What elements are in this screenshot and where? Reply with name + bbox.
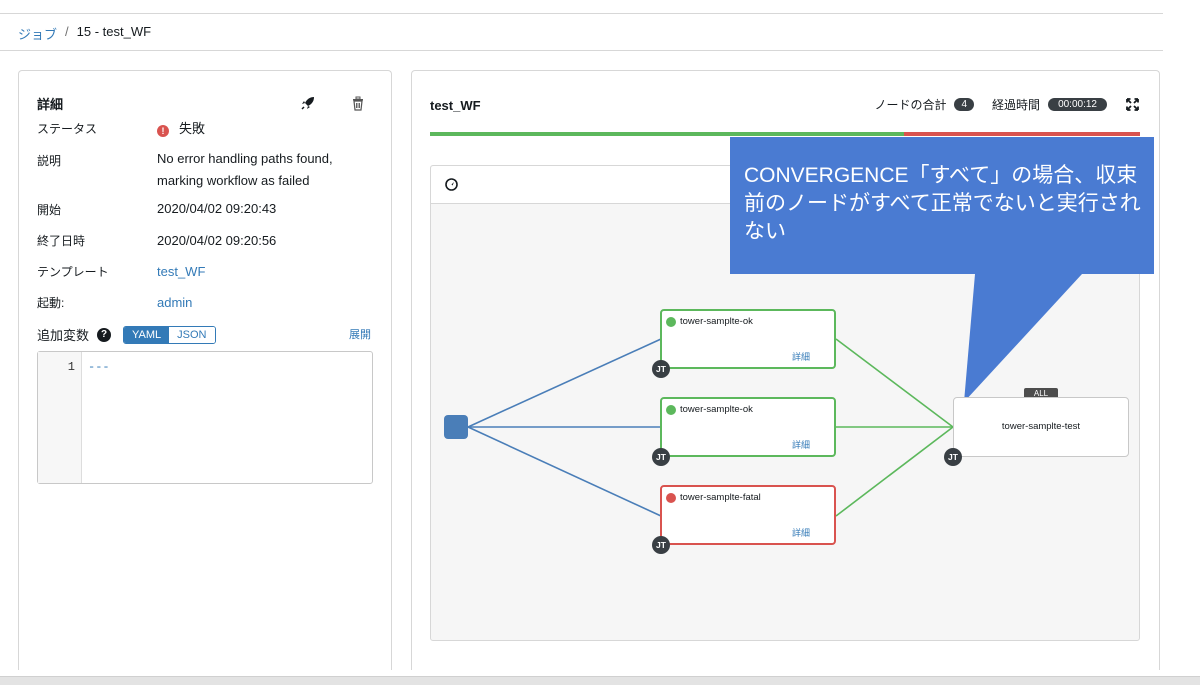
workflow-start-node[interactable] — [444, 415, 468, 439]
workflow-title: test_WF — [430, 98, 481, 113]
node-details-link[interactable]: 詳細 — [791, 528, 810, 538]
bottom-bar — [0, 676, 1200, 685]
finished-value: 2020/04/02 09:20:56 — [157, 233, 277, 248]
node-name: tower-samplte-ok — [680, 316, 753, 327]
breadcrumb: ジョブ / 15 - test_WF — [18, 24, 151, 43]
workflow-node-test[interactable]: tower-samplte-test — [953, 397, 1129, 457]
compass-icon[interactable] — [445, 178, 458, 196]
format-toggle: YAML JSON — [123, 325, 216, 344]
started-value: 2020/04/02 09:20:43 — [157, 201, 277, 216]
explanation-label: 説明 — [37, 154, 62, 168]
launched-by-link[interactable]: admin — [157, 295, 193, 310]
progress-failed-segment — [903, 132, 1140, 136]
failed-status-dot — [666, 493, 676, 503]
elapsed-badge: 00:00:12 — [1048, 98, 1107, 111]
job-template-badge: JT — [944, 448, 962, 466]
workflow-node-ok-2[interactable]: tower-samplte-ok 詳細 — [660, 397, 836, 457]
launched-by-label: 起動: — [37, 296, 65, 310]
progress-success-segment — [430, 132, 904, 136]
node-details-link[interactable]: 詳細 — [791, 352, 810, 362]
started-label: 開始 — [37, 203, 62, 217]
annotation-callout: CONVERGENCE「すべて」の場合、収束前のノードがすべて正常でないと実行さ… — [730, 137, 1154, 274]
line-number-gutter: 1 — [38, 352, 82, 483]
yaml-toggle-button[interactable]: YAML — [124, 326, 170, 343]
convergence-all-badge: ALL — [1024, 388, 1058, 399]
node-name: tower-samplte-fatal — [680, 492, 761, 503]
node-name: tower-samplte-ok — [680, 404, 753, 415]
breadcrumb-separator: / — [65, 24, 69, 39]
breadcrumb-jobs-link[interactable]: ジョブ — [18, 27, 58, 42]
delete-trash-icon[interactable] — [349, 94, 367, 112]
node-name: tower-samplte-test — [1001, 421, 1081, 432]
workflow-meta: ノードの合計 4 経過時間 00:00:12 — [874, 96, 1139, 113]
elapsed-label: 経過時間 — [992, 98, 1041, 112]
status-value: 失敗 — [179, 121, 206, 136]
success-status-dot — [666, 317, 676, 327]
fullscreen-expand-icon[interactable] — [1125, 98, 1139, 112]
status-value-wrap: ! 失敗 — [157, 118, 377, 140]
help-icon[interactable]: ? — [97, 327, 112, 342]
error-status-icon: ! — [157, 125, 169, 137]
node-total-badge: 4 — [954, 98, 975, 111]
json-toggle-button[interactable]: JSON — [169, 326, 215, 343]
workflow-node-fatal[interactable]: tower-samplte-fatal 詳細 — [660, 485, 836, 545]
expand-link[interactable]: 展開 — [349, 329, 371, 341]
breadcrumb-divider — [0, 50, 1163, 51]
job-template-badge: JT — [652, 448, 670, 466]
relaunch-rocket-icon[interactable] — [299, 94, 317, 112]
node-details-link[interactable]: 詳細 — [791, 440, 810, 450]
job-template-badge: JT — [652, 360, 670, 378]
extra-vars-label: 追加変数 — [37, 328, 90, 343]
code-text[interactable]: --- — [88, 360, 110, 374]
top-divider — [0, 13, 1163, 14]
template-label: テンプレート — [37, 265, 109, 279]
details-panel: 詳細 ステータス ! 失敗 説明 No error handling paths … — [18, 70, 392, 670]
details-title: 詳細 — [37, 97, 64, 112]
success-status-dot — [666, 405, 676, 415]
extra-vars-editor[interactable]: 1 --- — [37, 351, 373, 484]
workflow-progress-bar — [430, 132, 1140, 136]
workflow-node-ok-1[interactable]: tower-samplte-ok 詳細 — [660, 309, 836, 369]
explanation-value: No error handling paths found, marking w… — [157, 151, 333, 188]
status-label: ステータス — [37, 122, 98, 136]
node-total-label: ノードの合計 — [874, 98, 947, 112]
finished-label: 終了日時 — [37, 234, 86, 248]
job-template-badge: JT — [652, 536, 670, 554]
extra-vars-header: 追加変数 ? YAML JSON — [37, 325, 216, 344]
template-link[interactable]: test_WF — [157, 264, 206, 279]
breadcrumb-current: 15 - test_WF — [76, 24, 152, 39]
